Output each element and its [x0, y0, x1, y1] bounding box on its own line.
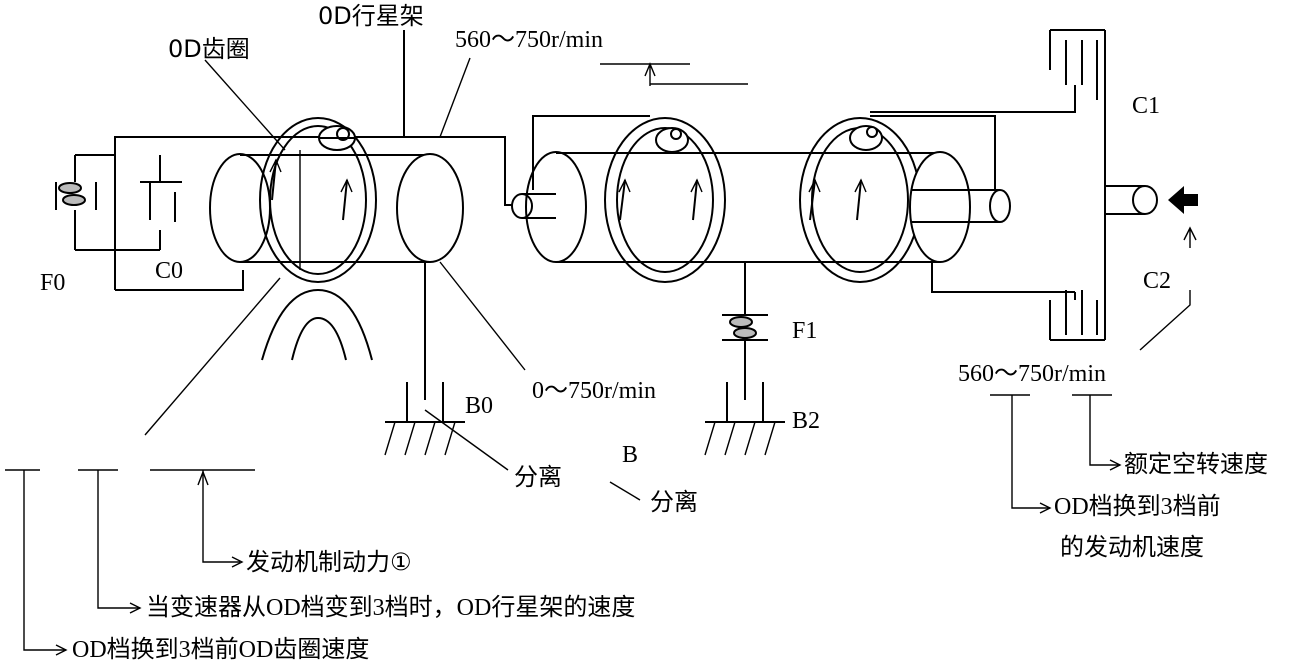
engine-speed-before-line2: 的发动机速度 [1060, 533, 1204, 561]
f0-c0-housing [55, 136, 404, 291]
od-planetary-set [209, 117, 465, 456]
top-arrow-indicator [600, 62, 748, 86]
ring-gear-speed-before-label: OD档换到3档前OD齿圈速度 [72, 636, 369, 662]
released-label-1: 分离 [514, 463, 562, 491]
c2-label: C2 [1143, 268, 1171, 294]
c0-label: C0 [155, 258, 183, 284]
f0-label: F0 [40, 270, 65, 296]
b-label: B [622, 442, 638, 468]
od-carrier-label: 0D行星架 [318, 2, 424, 30]
od-ring-gear-label: 0D齿圈 [168, 35, 250, 63]
engine-braking-label: 发动机制动力① [246, 548, 412, 576]
f1-label: F1 [792, 318, 817, 344]
b0-release-leader [424, 409, 509, 471]
speed-mid-leader [439, 261, 526, 371]
ring-label-leader [204, 59, 286, 151]
c1-c2-clutch [870, 29, 1198, 351]
input-arrow-icon [1168, 186, 1198, 214]
b0-label: B0 [465, 393, 493, 419]
speed-top-leader [439, 57, 471, 138]
released-label-2: 分离 [650, 488, 698, 516]
b2-label: B2 [792, 408, 820, 434]
engine-speed-before-line1: OD档换到3档前 [1054, 493, 1221, 520]
carrier-link [404, 136, 522, 206]
speed-top-label: 560～750r/min [455, 27, 603, 53]
legend-left [5, 469, 255, 656]
carrier-speed-shift-label: 当变速器从OD档变到3档时，OD行星架的速度 [146, 594, 635, 621]
speed-mid-label: 0～750r/min [532, 378, 656, 404]
speed-right-label: 560～750r/min [958, 361, 1106, 387]
rated-idle-speed-label: 额定空转速度 [1124, 450, 1268, 478]
ring-lower-leader [144, 277, 281, 436]
b-release-leader [609, 481, 641, 501]
legend-right [990, 394, 1122, 514]
c1-label: C1 [1132, 93, 1160, 119]
front-rear-planetary [511, 115, 1075, 456]
